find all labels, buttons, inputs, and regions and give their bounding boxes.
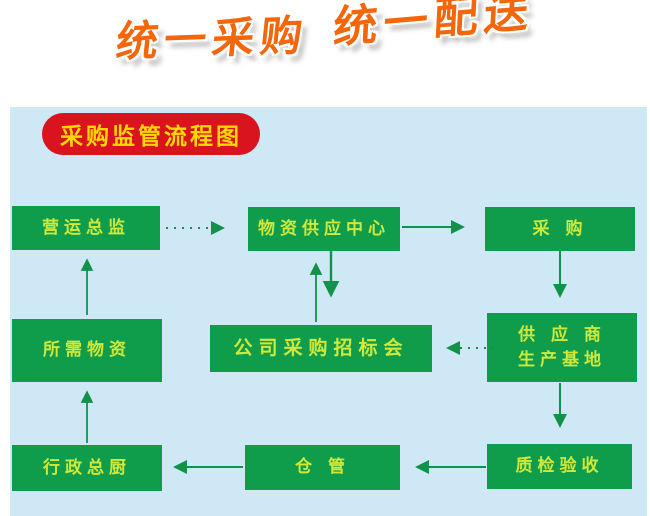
node-label: 营运总监 [42,217,130,238]
node-warehouse: 仓 管 [245,445,400,490]
page-title: 统一采购 统一配送 [0,0,650,73]
flowchart-header-label: 采购监管流程图 [60,124,242,150]
node-required-materials: 所需物资 [12,319,162,382]
node-operations-director: 营运总监 [12,206,160,250]
node-supply-center: 物资供应中心 [248,207,400,251]
node-label: 采 购 [532,218,588,239]
node-bidding-meeting: 公司采购招标会 [210,325,432,372]
node-label: 所需物资 [43,340,131,361]
node-quality-inspection: 质检验收 [487,444,632,489]
node-procurement: 采 购 [485,207,635,251]
node-label: 物资供应中心 [258,218,390,239]
node-label-line2: 生产基地 [518,349,606,370]
node-label: 行政总厨 [43,457,131,478]
node-supplier-base: 供 应 商 生产基地 [487,313,637,382]
title-segment-2: 统一配送 [332,0,536,54]
node-executive-chef: 行政总厨 [12,445,162,491]
flowchart-header-badge: 采购监管流程图 [42,113,260,155]
node-label: 公司采购招标会 [233,336,409,359]
title-segment-1: 统一采购 [113,10,311,67]
node-label-line1: 供 应 商 [518,324,606,345]
node-label: 仓 管 [295,457,350,478]
node-label: 质检验收 [515,456,604,477]
